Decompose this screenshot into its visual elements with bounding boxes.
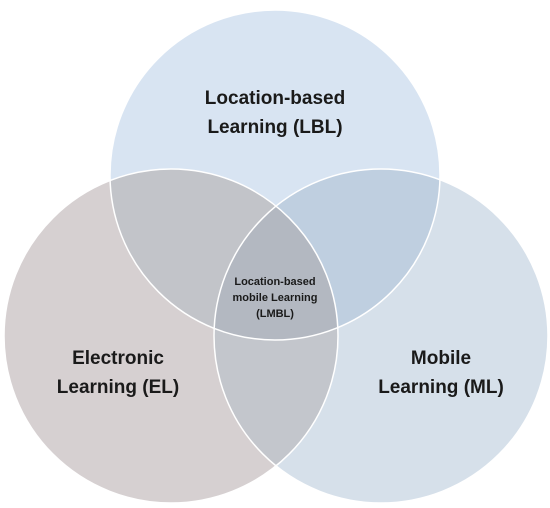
label-center-line3: (LMBL) [256,308,294,320]
label-ml-line2: Learning (ML) [378,377,504,398]
outline-el [3,168,339,504]
overlap-center [214,169,338,340]
label-lbl-line2: Learning (LBL) [207,117,342,138]
label-el-line1: Electronic [72,348,164,369]
outline-ml [213,168,549,504]
label-lbl-line1: Location-based [205,88,345,109]
outline-lbl [109,9,441,341]
label-center-line1: Location-based [234,276,315,288]
label-ml-line1: Mobile [411,348,471,369]
label-center-line2: mobile Learning [233,292,318,304]
label-el-line2: Learning (EL) [57,377,179,398]
